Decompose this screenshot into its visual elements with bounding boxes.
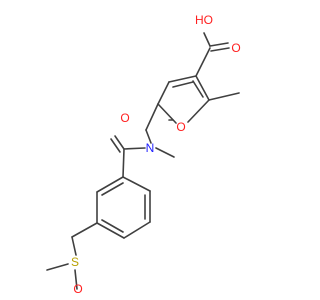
bond-ch2-s: [71, 236, 77, 256]
bond-o-ring-c5-main: [157, 103, 177, 124]
bond-n-carbonyl: [123, 147, 146, 150]
bond-cooh-c-oh: [203, 32, 211, 47]
bond-ch2-n: [145, 129, 152, 144]
bond-b4-b5-inner: [101, 219, 124, 233]
bond-c5-c4: [157, 81, 170, 105]
bond-c2-o-ring: [187, 99, 210, 123]
bond-cooh-c-o-double-b: [210, 47, 230, 52]
bond-c2-c3-inner: [192, 80, 204, 98]
bond-s-o: [74, 269, 78, 290]
bond-c4-c3-inner: [172, 81, 194, 88]
bond-carbonyl-ring: [122, 148, 125, 178]
bond-ring-ch2: [71, 222, 98, 238]
bond-c3-c2: [195, 75, 210, 101]
bond-c4-c3: [168, 75, 197, 83]
bond-amide-co-b: [110, 138, 121, 153]
atom-label-furan-oxygen: O: [176, 120, 185, 134]
atom-label-sulfoxide-oxygen: O: [73, 282, 82, 296]
bond-c3-cooh: [195, 47, 211, 77]
bond-b3-b4: [123, 221, 151, 239]
atom-label-layer: HO O O O N S O: [71, 13, 241, 296]
bond-amide-co-a: [114, 135, 125, 150]
chemical-structure-diagram: HO O O O N S O: [46, 13, 241, 296]
bond-b6-b1: [96, 176, 124, 193]
atom-label-carbonyl-oxygen: O: [231, 41, 240, 55]
bond-b6-b1-inner: [101, 182, 124, 196]
atom-label-sulfur: S: [71, 255, 79, 269]
atom-label-amide-oxygen: O: [120, 111, 129, 125]
bond-s-methyl: [46, 263, 69, 271]
bond-cooh-c-o-double-a: [209, 42, 229, 47]
atom-label-hydroxyl: HO: [195, 13, 213, 27]
bond-b1-b2: [122, 176, 151, 192]
bond-c5-ch2: [145, 103, 159, 131]
atom-label-amide-nitrogen: N: [146, 141, 155, 155]
bond-n-methyl: [155, 147, 175, 158]
bond-layer: [46, 32, 240, 290]
bond-c2-methyl: [208, 92, 240, 101]
bond-b4-b5: [96, 222, 125, 239]
